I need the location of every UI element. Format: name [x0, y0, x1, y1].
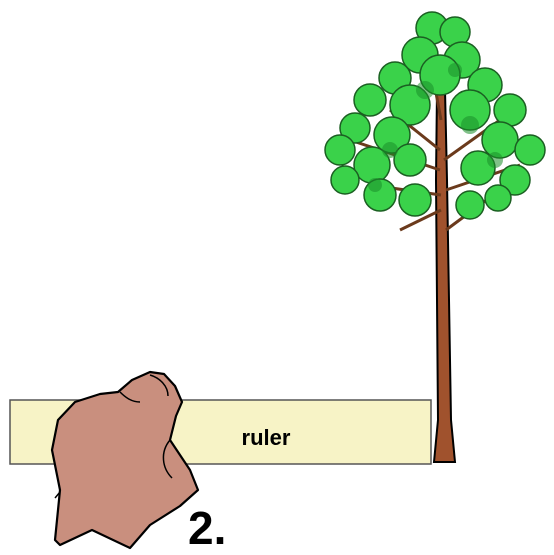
hand-icon — [50, 370, 200, 550]
step-number: 2. — [188, 502, 227, 554]
ruler-label: ruler — [241, 425, 291, 450]
tree-foliage — [324, 11, 546, 220]
tree-foliage-shade — [368, 63, 503, 192]
tree-icon — [324, 11, 546, 463]
tree-trunk — [432, 89, 457, 463]
